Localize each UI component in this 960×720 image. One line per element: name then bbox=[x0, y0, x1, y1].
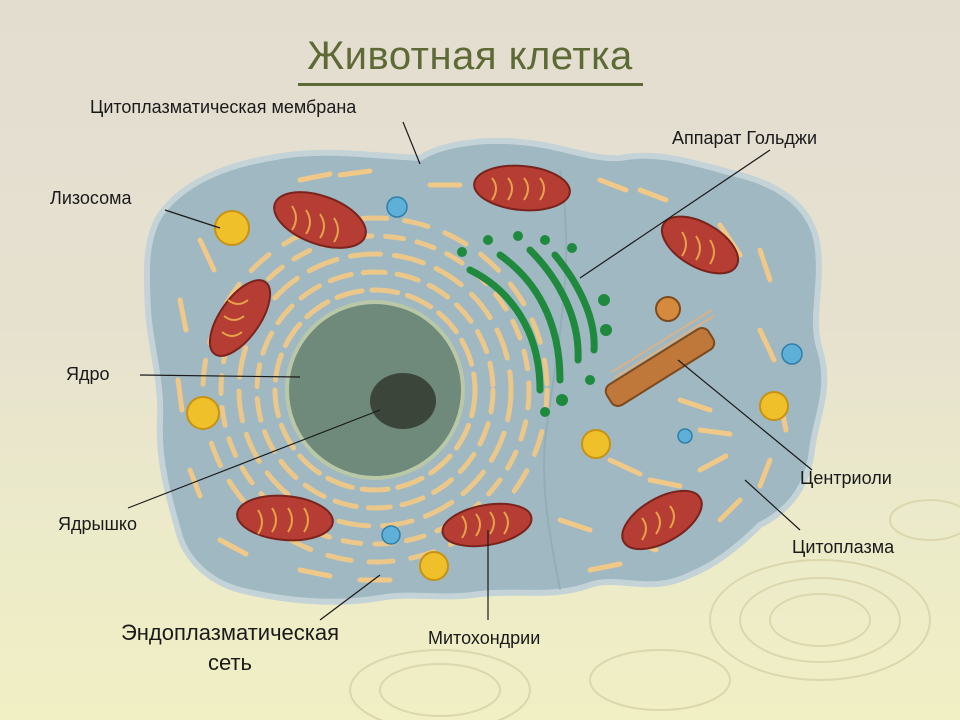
label-er-line1: Эндоплазматическая bbox=[120, 620, 340, 645]
mitochondria-cristae bbox=[221, 177, 715, 541]
lysosomes bbox=[186, 210, 789, 581]
decorative-ripples bbox=[349, 499, 960, 720]
golgi-vesicles bbox=[457, 231, 612, 417]
title-underline bbox=[298, 83, 643, 86]
label-er-line2: сеть bbox=[207, 650, 253, 675]
label-cytoplasm: Цитоплазма bbox=[792, 537, 895, 557]
label-membrane: Цитоплазматическая мембрана bbox=[90, 97, 357, 117]
endoplasmic-reticulum bbox=[200, 215, 550, 565]
er-fragments bbox=[175, 168, 789, 583]
centrioles bbox=[604, 296, 716, 407]
label-lysosome: Лизосома bbox=[50, 188, 132, 208]
golgi-apparatus bbox=[466, 246, 598, 394]
nucleolus-shape bbox=[370, 373, 436, 429]
leader-lines bbox=[127, 121, 813, 621]
cell-divide-crease bbox=[543, 169, 568, 591]
label-er: Эндоплазматическая сеть bbox=[95, 618, 365, 678]
slide-title: Животная клетка bbox=[307, 34, 633, 78]
cell-membrane-shape bbox=[143, 137, 828, 605]
label-golgi: Аппарат Гольджи bbox=[672, 128, 818, 148]
mitochondria bbox=[208, 164, 739, 551]
label-centrioles: Центриоли bbox=[800, 468, 892, 488]
vesicles bbox=[381, 196, 803, 545]
label-nucleolus: Ядрышко bbox=[58, 514, 137, 534]
label-nucleus: Ядро bbox=[66, 364, 110, 384]
label-mitochondria: Митохондрии bbox=[428, 628, 541, 648]
